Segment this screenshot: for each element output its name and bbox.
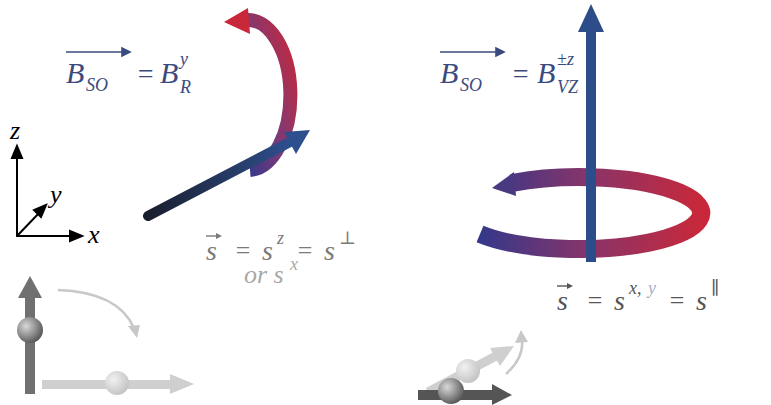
formula-superscript: y (180, 50, 188, 68)
spin-symbol: s (324, 237, 335, 265)
formula-subscript: VZ (557, 78, 578, 96)
spin-symbol: s (557, 287, 568, 315)
vector-overline (206, 233, 573, 289)
formula-superscript: ±z (557, 50, 574, 68)
formula-subscript: SO (460, 76, 482, 94)
formula-subscript: R (180, 78, 191, 96)
alternative-note: or s (244, 262, 284, 288)
field-arrow-z (578, 4, 604, 262)
spin-symbol: s (696, 287, 707, 315)
formula-operator: = (234, 238, 252, 264)
formula-symbol: B (537, 58, 555, 88)
spin-symbol: s (206, 237, 217, 265)
spin-in-plane (418, 330, 528, 405)
spin-symbol: s (614, 287, 625, 315)
formula-operator: = (586, 288, 604, 314)
axes (12, 146, 82, 241)
axis-label: x (88, 222, 100, 248)
formula-superscript: x, (629, 279, 642, 297)
spin-symbol: s (262, 237, 273, 265)
field-arrow-y (148, 130, 310, 216)
formula-operator: = (136, 60, 155, 88)
formula-superscript: z (277, 229, 284, 247)
formula-subscript: SO (86, 76, 108, 94)
axis-label: y (50, 182, 62, 208)
formula-symbol: B (66, 58, 84, 88)
formula-superscript: y (648, 279, 656, 297)
formula-symbol: B (160, 58, 178, 88)
formula-superscript: x (290, 255, 298, 273)
formula-operator: = (296, 238, 314, 264)
formula-symbol: B (440, 58, 458, 88)
formula-superscript: ⊥ (339, 229, 356, 247)
axis-label: z (10, 118, 20, 144)
formula-superscript: ∥ (711, 279, 719, 297)
formula-operator: = (511, 60, 530, 88)
spin-out-of-plane (17, 276, 194, 395)
formula-operator: = (668, 288, 686, 314)
